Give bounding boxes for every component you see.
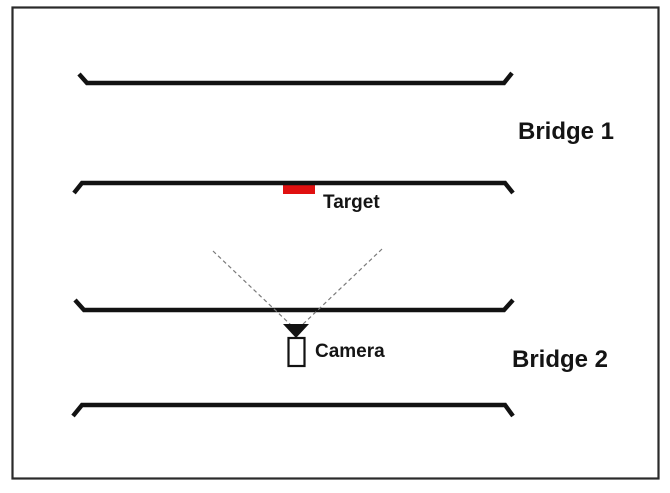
- bridge2-label: Bridge 2: [512, 346, 608, 373]
- bridge2-upper-line: [73, 298, 515, 313]
- bridge2-deck-line: [71, 402, 515, 418]
- camera-lens-triangle: [283, 324, 309, 338]
- bridge1-label: Bridge 1: [518, 118, 614, 145]
- target-label: Target: [323, 192, 380, 213]
- bridge-lines-group: [71, 71, 515, 418]
- figure-frame-border: [11, 6, 660, 480]
- target-marker-icon: [283, 183, 315, 194]
- bridge1-upper-line: [77, 71, 514, 86]
- camera-fov-dashed-lines: [212, 248, 383, 328]
- camera-label: Camera: [315, 341, 385, 362]
- camera-body: [287, 336, 306, 368]
- fov-line-right: [299, 248, 383, 328]
- camera-icon: [283, 324, 309, 368]
- fov-line-left: [212, 250, 294, 328]
- bridge1-deck-line: [72, 180, 515, 195]
